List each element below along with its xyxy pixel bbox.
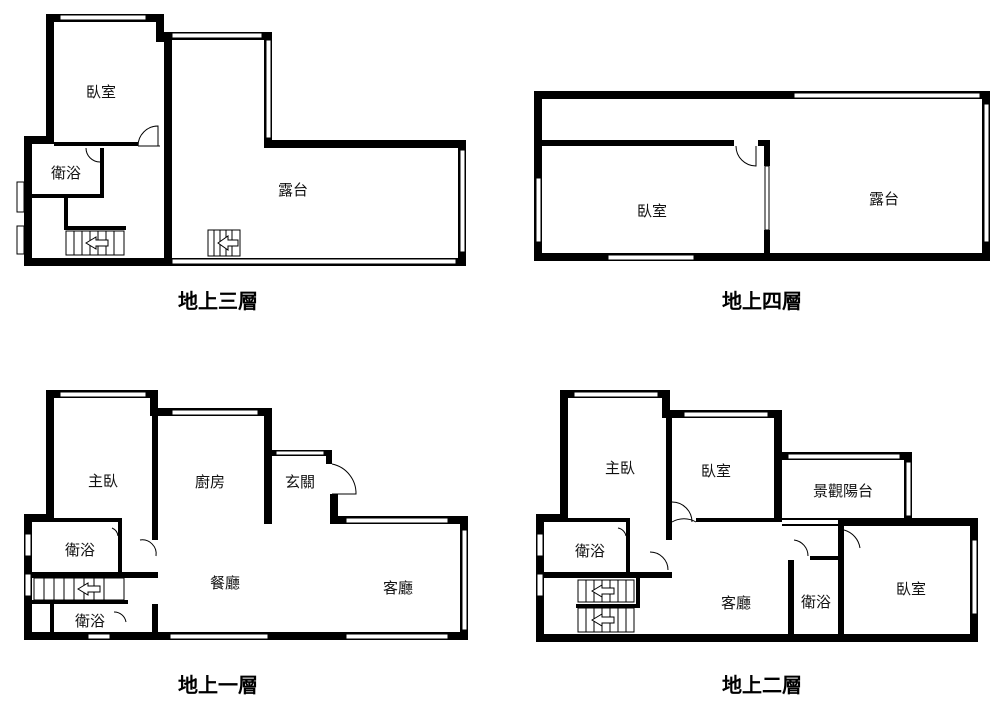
room-label-living: 客廳	[721, 594, 751, 612]
floor-title-4f: 地上四層	[722, 289, 802, 313]
room-label-bedroom-2: 臥室	[896, 580, 926, 598]
room-label-entrance: 玄關	[285, 473, 315, 491]
room-label-bathroom: 衛浴	[575, 542, 605, 560]
room-label-view-balcony: 景觀陽台	[813, 482, 873, 500]
room-label-living: 客廳	[383, 579, 413, 597]
room-label-master-bedroom: 主臥	[88, 472, 118, 490]
floor-plan-1f: 主臥 廚房 玄關 衛浴 餐廳 客廳 衛浴 地上一層	[24, 390, 468, 697]
floor-plan-2f: 主臥 臥室 景觀陽台 衛浴 客廳 衛浴 臥室 地上二層	[536, 390, 978, 697]
room-label-bathroom: 衛浴	[65, 541, 95, 559]
room-label-kitchen: 廚房	[195, 473, 225, 491]
room-label-bedroom: 臥室	[86, 83, 116, 101]
room-label-bathroom-2: 衛浴	[801, 593, 831, 611]
room-label-bathroom: 衛浴	[51, 164, 81, 182]
floor-plan-4f: 臥室 露台 地上四層	[534, 91, 990, 313]
floor-title-2f: 地上二層	[722, 673, 802, 697]
room-label-bedroom: 臥室	[701, 462, 731, 480]
room-label-dining: 餐廳	[210, 574, 240, 592]
room-label-bathroom-2: 衛浴	[75, 612, 105, 630]
floor-title-1f: 地上一層	[178, 673, 258, 697]
room-label-master-bedroom: 主臥	[605, 459, 635, 477]
room-label-terrace: 露台	[869, 190, 899, 208]
room-label-terrace: 露台	[278, 181, 308, 199]
floor-plan-3f: 臥室 衛浴 露台 地上三層	[16, 14, 466, 313]
room-label-bedroom: 臥室	[637, 202, 667, 220]
floor-title-3f: 地上三層	[178, 289, 258, 313]
